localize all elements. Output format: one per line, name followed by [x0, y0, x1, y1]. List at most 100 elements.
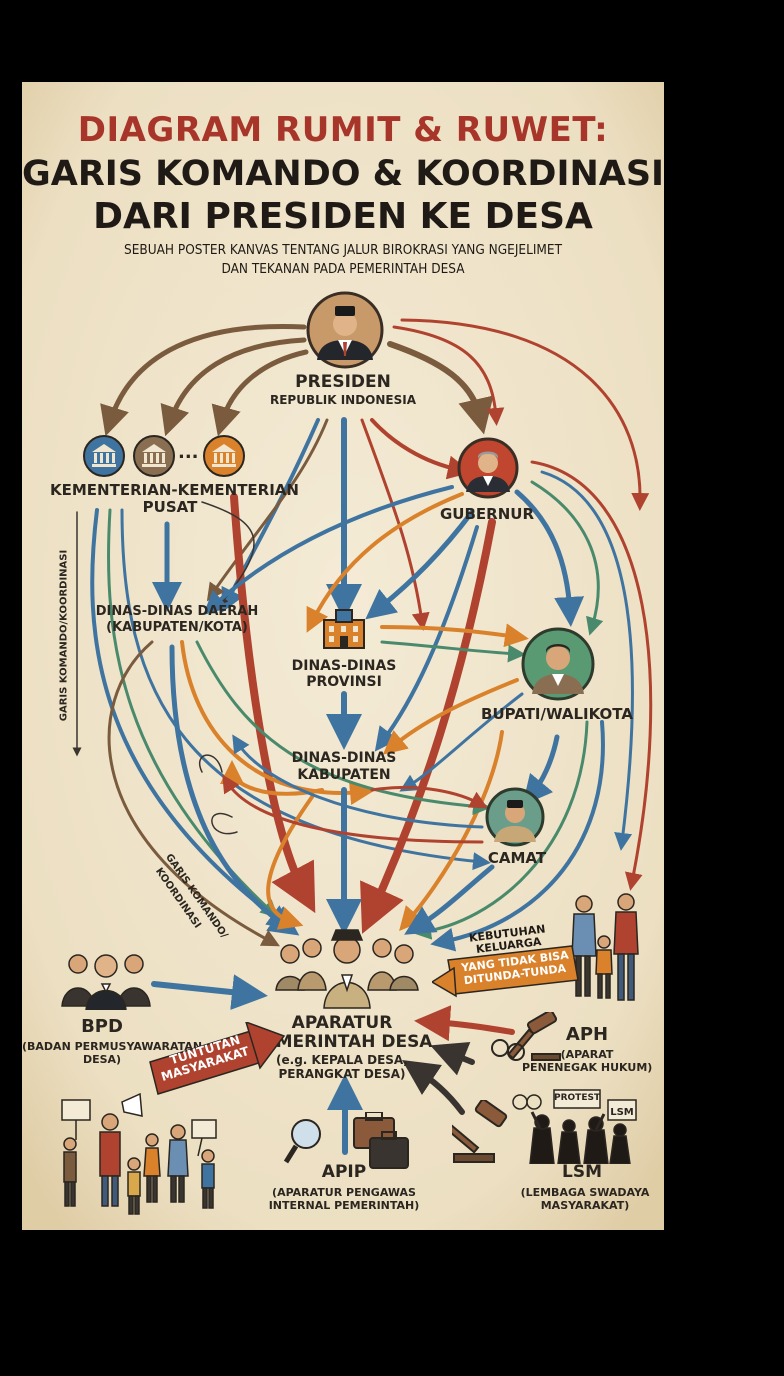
arrow — [399, 692, 524, 792]
dinas-kabupaten-label-2: KABUPATEN — [297, 767, 391, 783]
president-portrait-icon — [306, 291, 384, 369]
gavel-icon — [452, 1100, 508, 1163]
ellipsis: ... — [178, 442, 199, 463]
ministry-building-icon — [83, 435, 125, 477]
arrow — [374, 525, 479, 752]
title-line-2: GARIS KOMANDO & KOORDINASI — [22, 154, 664, 194]
arrow — [530, 480, 604, 636]
arrow — [382, 678, 519, 755]
subtitle-line-1: SEBUAH POSTER KANVAS TENTANG JALUR BIROK… — [123, 242, 562, 258]
aparatur-label-4: PERANGKAT DESA) — [278, 1067, 406, 1081]
apip-label-2: INTERNAL PEMERINTAH) — [268, 1199, 420, 1212]
bpd-title: BPD — [81, 1016, 123, 1037]
gavel-handcuffs-icon — [491, 1012, 561, 1061]
title-line-3: DARI PRESIDEN KE DESA — [93, 196, 593, 237]
magnifier-briefcase-icon — [284, 1112, 409, 1169]
arrow — [206, 418, 329, 602]
family-icon — [571, 893, 639, 1001]
dinas-provinsi-label-1: DINAS-DINAS — [291, 658, 397, 674]
regent-portrait-icon — [521, 627, 595, 701]
dinas-daerah-label-1: DINAS-DINAS DAERAH — [95, 604, 259, 619]
arrow — [392, 325, 505, 426]
arrow — [414, 1005, 515, 1042]
arrow — [522, 734, 560, 806]
governor-portrait-icon — [457, 437, 519, 499]
bpd-label-2: DESA) — [82, 1053, 122, 1066]
sign-lsm: LSM — [610, 1107, 634, 1118]
provincial-office-building-icon — [323, 609, 365, 649]
arrow — [430, 720, 605, 952]
aparatur-label-1: APARATUR — [291, 1013, 393, 1033]
kementerian-label-2: PUSAT — [142, 498, 198, 516]
side-label-left: GARIS KOMANDO/KOORDINASI — [58, 549, 70, 722]
presiden-title: PRESIDEN — [295, 372, 391, 392]
title-line-1: DIAGRAM RUMIT & RUWET: — [77, 110, 609, 150]
dinas-daerah-label-2: (KABUPATEN/KOTA) — [106, 620, 248, 635]
lsm-title: LSM — [562, 1162, 602, 1182]
sign-protest: PROTEST — [554, 1093, 601, 1103]
bpd-council-members-icon — [61, 954, 151, 1010]
arrow — [199, 754, 223, 773]
arrow — [203, 485, 454, 616]
apip-label-1: (APARATUR PENGAWAS — [272, 1186, 416, 1199]
arrow — [120, 508, 491, 871]
arrow — [540, 470, 634, 851]
ministry-building-icon — [133, 435, 175, 477]
subdistrict-head-portrait-icon — [485, 787, 545, 847]
arrow — [107, 640, 280, 947]
aph-label-2: PENENEGAK HUKUM) — [522, 1061, 653, 1074]
arrow — [404, 864, 495, 935]
arrow — [211, 812, 238, 835]
arrow — [306, 492, 464, 633]
arrow — [400, 318, 650, 511]
poster: DIAGRAM RUMIT & RUWET: GARIS KOMANDO & K… — [22, 82, 664, 1230]
subtitle-line-2: DAN TEKANAN PADA PEMERINTAH DESA — [221, 261, 465, 277]
dinas-kabupaten-label-1: DINAS-DINAS — [291, 750, 397, 766]
arrow — [413, 720, 589, 940]
apip-title: APIP — [321, 1162, 367, 1182]
arrow — [380, 640, 526, 663]
aph-title: APH — [565, 1024, 609, 1045]
bupati-label: BUPATI/WALIKOTA — [481, 705, 633, 723]
aparatur-label-3: (e.g. KEPALA DESA, — [276, 1053, 408, 1067]
gubernur-label: GUBERNUR — [439, 505, 534, 523]
ministry-building-icon — [203, 435, 245, 477]
arrow — [160, 337, 307, 437]
lsm-label-1: (LEMBAGA SWADAYA — [520, 1186, 650, 1199]
arrow — [370, 785, 488, 809]
tuntutan-banner-arrow — [149, 1022, 286, 1095]
arrow — [201, 501, 255, 606]
arrow — [402, 1060, 465, 1115]
arrow — [387, 341, 494, 435]
arrow — [430, 1041, 475, 1076]
arrow — [230, 493, 316, 914]
aparatur-label-2: PEMERINTAH DESA — [251, 1032, 433, 1052]
arrow — [169, 644, 300, 936]
arrow — [360, 518, 496, 934]
arrow — [514, 489, 585, 627]
arrow-network — [72, 318, 653, 1155]
arrow — [370, 418, 472, 480]
lsm-crowd-icon — [512, 1089, 637, 1164]
presiden-subtitle: REPUBLIK INDONESIA — [269, 393, 416, 407]
arrow — [195, 640, 491, 816]
arrow — [151, 974, 268, 1011]
village-officials-group-icon — [275, 929, 419, 1009]
camat-label: CAMAT — [487, 849, 547, 867]
arrow — [365, 509, 475, 620]
arrow — [211, 349, 309, 437]
protesting-crowd-icon — [61, 1092, 217, 1215]
arrow — [222, 774, 484, 844]
arrow — [100, 323, 307, 437]
kementerian-label-1: KEMENTERIAN-KEMENTERIAN — [50, 481, 299, 499]
arrow — [107, 508, 279, 919]
arrow — [232, 734, 484, 829]
dinas-provinsi-label-2: PROVINSI — [306, 674, 382, 690]
arrow — [530, 460, 653, 891]
aph-label-1: (APARAT — [560, 1048, 614, 1061]
lsm-label-2: MASYARAKAT) — [540, 1199, 630, 1212]
arrow — [380, 623, 529, 648]
kebutuhan-banner-arrow — [432, 945, 579, 998]
bpd-label-1: (BADAN PERMUSYAWARATAN — [22, 1040, 203, 1053]
arrow — [399, 730, 504, 932]
